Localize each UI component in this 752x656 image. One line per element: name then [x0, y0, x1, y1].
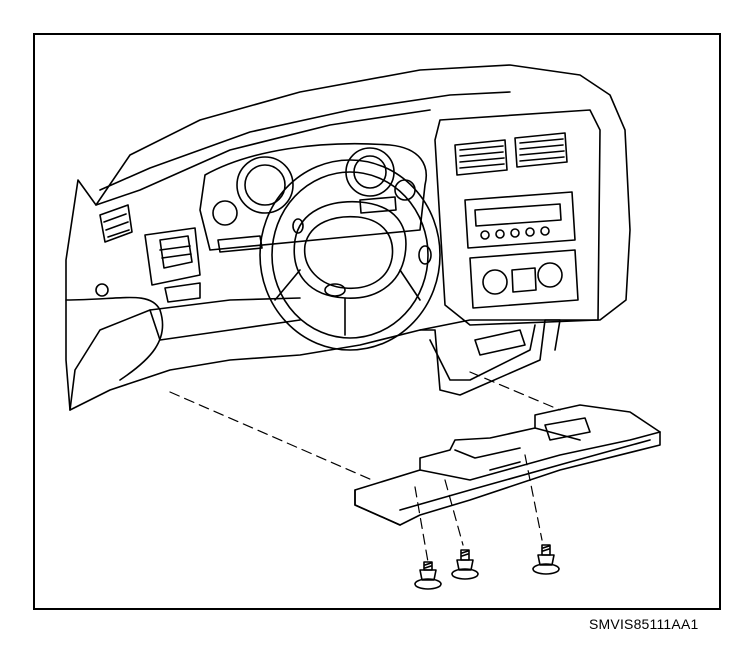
instrument-panel — [65, 64, 631, 411]
mounting-bracket — [419, 319, 561, 396]
illustration-frame — [33, 33, 721, 610]
screw-right — [532, 544, 560, 575]
guide-lines — [169, 371, 561, 563]
screw-left — [414, 561, 442, 590]
instrument-cluster — [199, 142, 427, 253]
steering-wheel — [259, 159, 441, 351]
screw-center — [451, 549, 479, 580]
climate-control — [469, 249, 579, 309]
center-vent-right — [514, 132, 568, 168]
left-vent — [99, 204, 133, 243]
fastener-screws — [414, 544, 560, 590]
lower-trim-panel — [354, 404, 661, 526]
center-vent-left — [454, 139, 508, 176]
side-vent — [144, 227, 201, 286]
figure-code: SMVIS85111AA1 — [589, 616, 699, 632]
door-switch — [95, 283, 109, 297]
center-stack — [434, 109, 601, 326]
radio-unit — [464, 191, 576, 249]
